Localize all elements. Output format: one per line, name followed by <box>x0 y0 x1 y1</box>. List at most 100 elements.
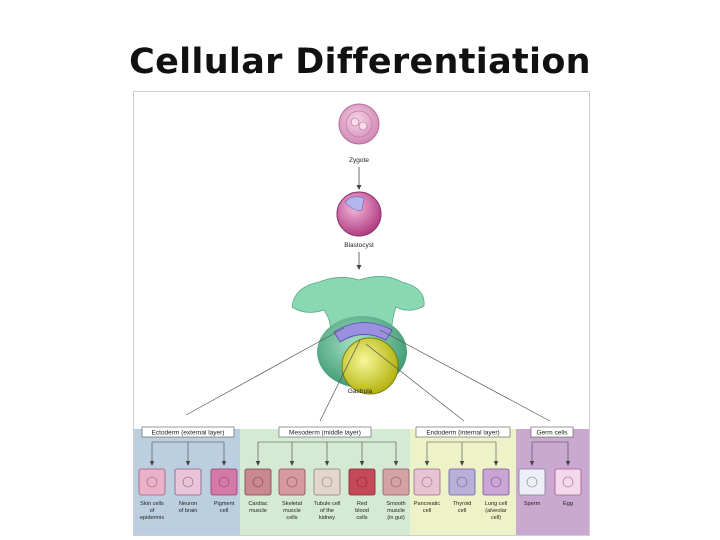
cell-image <box>554 468 582 496</box>
cell-nucleus <box>146 476 158 488</box>
arrow-head <box>185 461 191 466</box>
cell-label: muscle <box>249 508 267 514</box>
cell-nucleus <box>390 476 402 488</box>
cell-nucleus <box>490 476 502 488</box>
arrow-head <box>565 461 571 466</box>
cell-nucleus <box>421 476 433 488</box>
cell-label: of the <box>320 508 334 514</box>
cell-label: Skeletal <box>282 501 302 507</box>
cell-label: cells <box>286 515 297 521</box>
cell-nucleus <box>286 476 298 488</box>
cell-nucleus <box>456 476 468 488</box>
blastocyst-illustration <box>336 191 382 237</box>
mesoderm-header: Mesoderm (middle layer) <box>289 430 361 437</box>
cell-label: (in gut) <box>387 515 405 521</box>
endoderm-header: Endoderm (internal layer) <box>426 430 499 437</box>
cell-image <box>278 468 306 496</box>
blastocyst-label: Blastocyst <box>344 242 374 249</box>
cell-label: epidermis <box>140 515 164 521</box>
cell-label: Smooth <box>386 501 405 507</box>
cell-label: cells <box>356 515 367 521</box>
cell-label: (alveolar <box>485 508 507 514</box>
germ-cells-header-box <box>530 426 574 438</box>
cell-image <box>210 468 238 496</box>
cell-nucleus <box>321 476 333 488</box>
cell-label: Lung cell <box>485 501 507 507</box>
cell-label: cell <box>458 508 466 514</box>
cell-image <box>518 468 546 496</box>
cell-nucleus <box>356 476 368 488</box>
cell-label: Skin cells <box>140 501 164 507</box>
cell-label: Pancreatic <box>414 501 441 507</box>
endoderm-header-box <box>415 426 511 438</box>
cell-image <box>138 468 166 496</box>
cell-image <box>448 468 476 496</box>
cell-label: Sperm <box>524 501 541 507</box>
cell-nucleus <box>526 476 538 488</box>
mesoderm-header-box <box>278 426 372 438</box>
cell-label: muscle <box>283 508 301 514</box>
cell-image <box>244 468 272 496</box>
arrow-head <box>356 185 362 190</box>
cell-label: Tubule cell <box>314 501 341 507</box>
arrow-head <box>359 461 365 466</box>
arrow-head <box>393 461 399 466</box>
ectoderm-header-box <box>141 426 235 438</box>
cell-label: cell) <box>491 515 501 521</box>
cell-label: Neuron <box>179 501 197 507</box>
arrow-head <box>459 461 465 466</box>
cell-label: Thyroid <box>453 501 472 507</box>
cell-image <box>382 468 410 496</box>
cell-label: Cardiac <box>248 501 267 507</box>
cell-label: kidney <box>319 515 335 521</box>
differentiation-figure: Zygote Blastocyst Gastrula Ectoderm (ext… <box>133 91 590 536</box>
gastrula-illustration <box>291 276 425 395</box>
cell-label: muscle <box>387 508 405 514</box>
zygote-label: Zygote <box>349 157 369 164</box>
arrow-head <box>493 461 499 466</box>
cell-image <box>174 468 202 496</box>
cell-label: cell <box>220 508 228 514</box>
cell-image <box>313 468 341 496</box>
cell-label: of <box>150 508 155 514</box>
cell-column: Sperm <box>518 442 546 507</box>
cell-label: Red <box>357 501 367 507</box>
slide-title: Cellular Differentiation <box>129 42 591 82</box>
gastrula-label: Gastrula <box>348 388 373 395</box>
zygote-illustration <box>338 103 380 145</box>
germ-cells-header: Germ cells <box>536 430 568 437</box>
arrow-head <box>149 461 155 466</box>
ectoderm-header: Ectoderm (external layer) <box>152 430 225 437</box>
arrow-head <box>356 265 362 270</box>
arrow-head <box>529 461 535 466</box>
cell-nucleus <box>252 476 264 488</box>
arrow-head <box>289 461 295 466</box>
cell-label: of brain <box>179 508 198 514</box>
cell-nucleus <box>562 476 574 488</box>
cell-image <box>413 468 441 496</box>
cell-nucleus <box>182 476 194 488</box>
lineage-lines <box>185 327 551 422</box>
cell-nucleus <box>218 476 230 488</box>
cell-column: Egg <box>554 442 582 507</box>
cell-label: Pigment <box>214 501 235 507</box>
arrow-head <box>255 461 261 466</box>
arrow-head <box>324 461 330 466</box>
arrow-head <box>221 461 227 466</box>
cell-image <box>348 468 376 496</box>
cell-label: cell <box>423 508 431 514</box>
cell-image <box>482 468 510 496</box>
arrow-head <box>424 461 430 466</box>
